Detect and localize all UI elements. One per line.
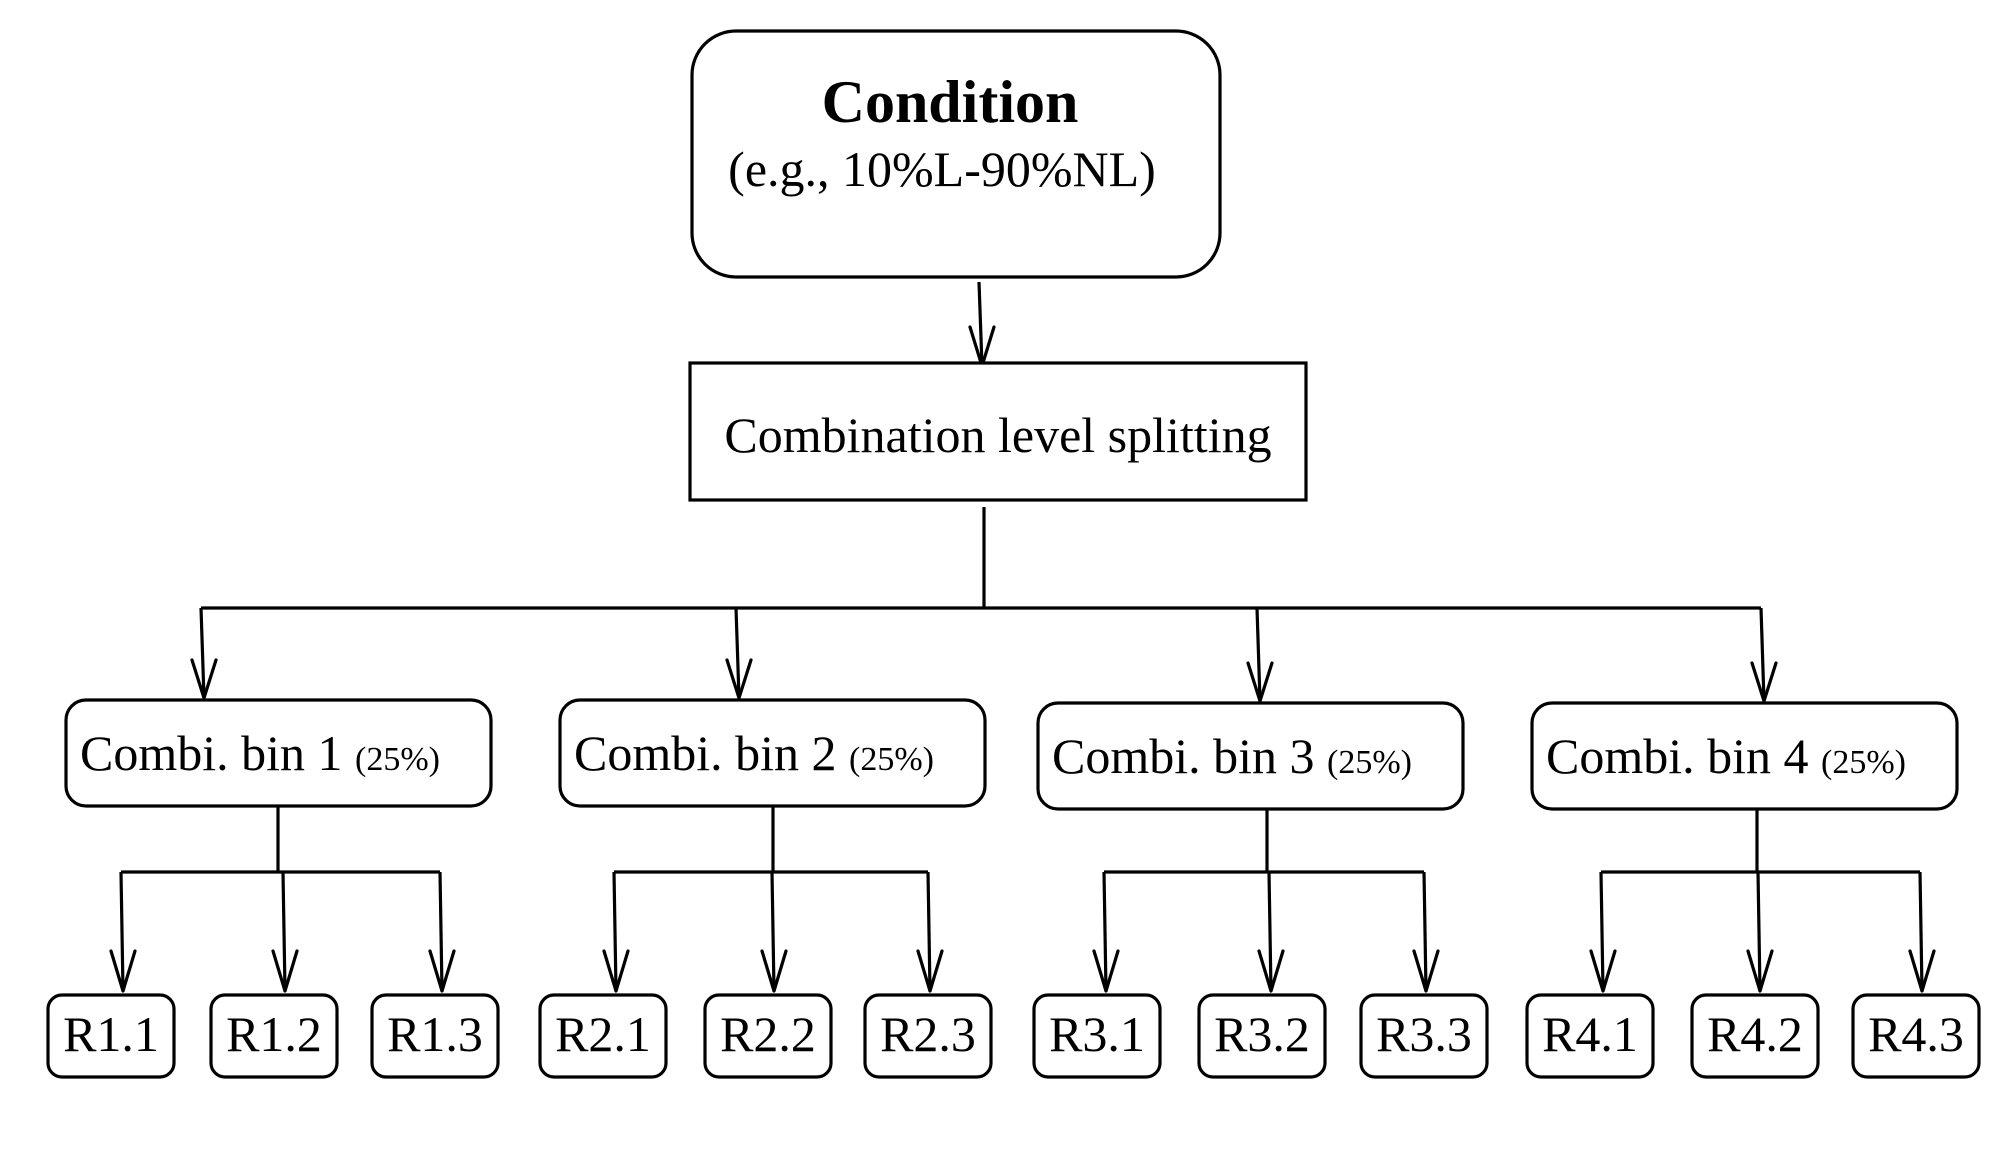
- replicate-2-3-arrow-head: [916, 949, 944, 993]
- replicate-3-3-node: R3.3: [1359, 871, 1489, 1079]
- splitter-node: Combination level splitting: [688, 361, 1308, 502]
- replicate-3-1-label: R3.1: [1049, 1006, 1145, 1062]
- replicate-3-1-arrow-head: [1092, 949, 1120, 993]
- replicate-4-2-arrow-head: [1746, 949, 1774, 993]
- replicate-4-3-box: [1851, 993, 1981, 1079]
- replicate-2-2-arrow-line: [770, 871, 776, 992]
- replicate-1-1-arrow-head: [109, 949, 137, 993]
- replicate-2-1-arrow-head: [602, 949, 630, 993]
- bin-3-share: (25%): [1327, 744, 1412, 781]
- bin-3-label: Combi. bin 3: [1052, 728, 1327, 784]
- bin-connectors: [201, 507, 1761, 610]
- replicate-3-2-arrow-line: [1267, 871, 1273, 992]
- replicate-3-2-arrow-head: [1257, 949, 1285, 993]
- bin-3-group: Combi. bin 3 (25%) R3.1 R3.2 R3.3: [1032, 607, 1489, 1079]
- condition-node: Condition (e.g., 10%L-90%NL): [690, 29, 1222, 279]
- bin-2-label: Combi. bin 2: [574, 725, 849, 781]
- bin-1-share: (25%): [355, 741, 440, 778]
- replicate-2-3-label: R2.3: [880, 1006, 976, 1062]
- replicate-1-1-arrow-line: [119, 871, 125, 992]
- replicate-1-3-node: R1.3: [370, 871, 500, 1079]
- replicate-2-3-box: [863, 993, 993, 1079]
- replicate-4-1-arrow-head: [1589, 949, 1617, 993]
- bin-2-label-text: Combi. bin 2 (25%): [574, 725, 934, 781]
- bin-3-label-text: Combi. bin 3 (25%): [1052, 728, 1412, 784]
- replicate-4-3-arrow-line: [1918, 871, 1924, 992]
- bin-4-label: Combi. bin 4: [1546, 728, 1821, 784]
- replicate-3-1-node: R3.1: [1032, 871, 1162, 1079]
- replicate-4-1-arrow-line: [1599, 871, 1605, 992]
- replicate-1-2-box: [209, 993, 339, 1079]
- splitter-label: Combination level splitting: [724, 407, 1271, 463]
- replicate-4-3-node: R4.3: [1851, 871, 1981, 1079]
- replicate-2-1-label: R2.1: [555, 1006, 651, 1062]
- replicate-2-1-node: R2.1: [538, 871, 668, 1079]
- replicate-1-2-arrow-line: [281, 871, 287, 992]
- replicate-2-2-node: R2.2: [703, 871, 833, 1079]
- replicate-4-2-arrow-line: [1756, 871, 1762, 992]
- replicate-4-1-node: R4.1: [1525, 871, 1655, 1079]
- replicate-3-3-label: R3.3: [1376, 1006, 1472, 1062]
- bin-4-share: (25%): [1821, 744, 1906, 781]
- bin-1-label-text: Combi. bin 1 (25%): [80, 725, 440, 781]
- replicate-1-2-arrow-head: [271, 949, 299, 993]
- replicate-2-1-arrow-line: [612, 871, 618, 992]
- replicate-2-2-label: R2.2: [720, 1006, 816, 1062]
- bin-4-arrow-line: [1759, 607, 1766, 702]
- bin-4-group: Combi. bin 4 (25%) R4.1 R4.2 R4.3: [1525, 607, 1981, 1079]
- replicate-1-2-label: R1.2: [226, 1006, 322, 1062]
- bin-1-group: Combi. bin 1 (25%) R1.1 R1.2 R1.3: [46, 607, 500, 1079]
- bin-2-arrow-head: [725, 658, 753, 700]
- bin-4-box: [1530, 701, 1959, 811]
- replicate-3-1-arrow-line: [1102, 871, 1108, 992]
- replicate-4-2-node: R4.2: [1690, 871, 1820, 1079]
- replicate-2-2-arrow-head: [760, 949, 788, 993]
- bin-3-box: [1036, 701, 1465, 811]
- replicate-3-3-box: [1359, 993, 1489, 1079]
- replicate-1-3-box: [370, 993, 500, 1079]
- bin-3-arrow-line: [1255, 607, 1262, 702]
- replicate-1-1-node: R1.1: [46, 871, 176, 1079]
- root-arrow-line: [977, 281, 984, 367]
- replicate-3-2-label: R3.2: [1214, 1006, 1310, 1062]
- replicate-3-3-arrow-head: [1412, 949, 1440, 993]
- replicate-3-3-arrow-line: [1422, 871, 1428, 992]
- bin-1-label: Combi. bin 1: [80, 725, 355, 781]
- bin-2-arrow-line: [734, 607, 741, 699]
- replicate-3-2-node: R3.2: [1197, 871, 1327, 1079]
- root-arrow: [968, 281, 996, 368]
- replicate-1-1-box: [46, 993, 176, 1079]
- replicate-4-1-box: [1525, 993, 1655, 1079]
- condition-box: [690, 29, 1222, 279]
- bin-1-arrow-head: [190, 658, 218, 700]
- replicate-1-2-node: R1.2: [209, 871, 339, 1079]
- replicate-2-1-box: [538, 993, 668, 1079]
- replicate-4-3-arrow-head: [1908, 949, 1936, 993]
- replicate-4-2-box: [1690, 993, 1820, 1079]
- condition-subtitle: (e.g., 10%L-90%NL): [728, 141, 1156, 197]
- replicate-3-1-box: [1032, 993, 1162, 1079]
- bin-4-arrow-head: [1750, 661, 1778, 703]
- replicate-2-3-node: R2.3: [863, 871, 993, 1079]
- bin-2-group: Combi. bin 2 (25%) R2.1 R2.2 R2.3: [538, 607, 993, 1079]
- replicate-4-1-label: R4.1: [1542, 1006, 1638, 1062]
- bin-3-arrow-head: [1246, 661, 1274, 703]
- bin-4-label-text: Combi. bin 4 (25%): [1546, 728, 1906, 784]
- replicate-2-3-arrow-line: [926, 871, 932, 992]
- replicate-1-1-label: R1.1: [63, 1006, 159, 1062]
- replicate-3-2-box: [1197, 993, 1327, 1079]
- replicate-2-2-box: [703, 993, 833, 1079]
- bin-2-share: (25%): [849, 741, 934, 778]
- replicate-4-3-label: R4.3: [1868, 1006, 1964, 1062]
- condition-title: Condition: [822, 69, 1079, 135]
- replicate-1-3-arrow-line: [438, 871, 444, 992]
- replicate-1-3-label: R1.3: [387, 1006, 483, 1062]
- replicate-1-3-arrow-head: [428, 949, 456, 993]
- replicate-4-2-label: R4.2: [1707, 1006, 1803, 1062]
- bin-1-arrow-line: [199, 607, 206, 699]
- splitter-box: [688, 361, 1308, 502]
